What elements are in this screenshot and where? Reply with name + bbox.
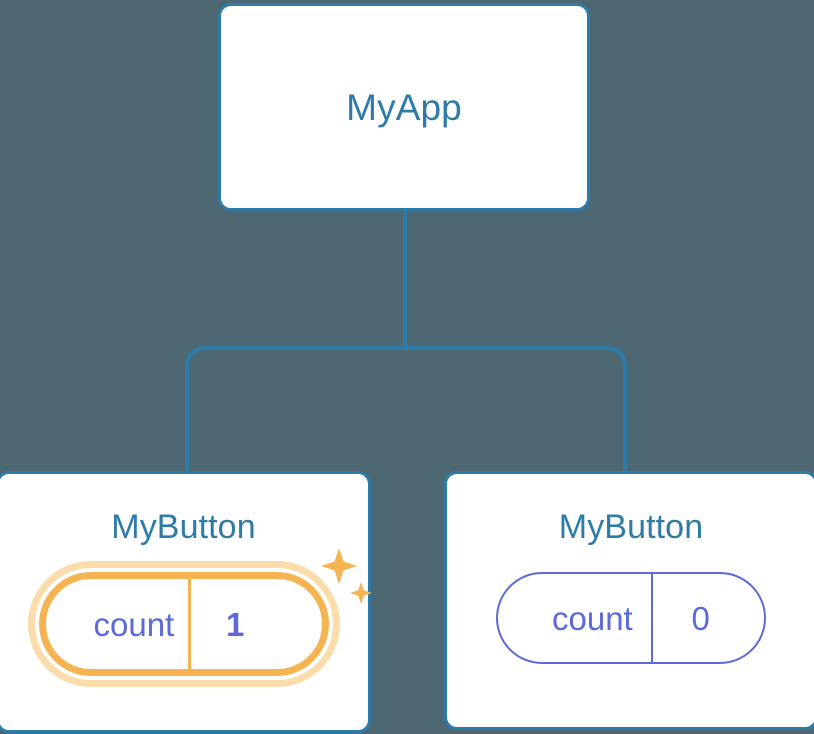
edge-branch-bar bbox=[185, 346, 627, 471]
state-key-label: count bbox=[93, 605, 175, 643]
state-pill-wrap-right: count 0 bbox=[496, 572, 766, 664]
sparkle-small-icon bbox=[349, 582, 372, 604]
node-title: MyButton bbox=[558, 508, 704, 546]
state-pill-highlighted[interactable]: count 1 bbox=[38, 572, 329, 676]
pill-divider bbox=[188, 579, 192, 669]
node-mybutton-right[interactable]: MyButton count 0 bbox=[444, 471, 814, 730]
node-mybutton-left[interactable]: MyButton count 1 bbox=[0, 471, 372, 733]
sparkle-large-icon bbox=[320, 548, 357, 584]
state-pill[interactable]: count 0 bbox=[496, 572, 766, 664]
highlight-glow-ring bbox=[27, 561, 340, 687]
sparkle-group bbox=[320, 548, 372, 604]
state-pill-wrap-left: count 1 bbox=[27, 548, 372, 687]
state-key-label: count bbox=[552, 599, 633, 637]
pill-divider bbox=[650, 574, 653, 662]
node-myapp[interactable]: MyApp bbox=[218, 3, 590, 211]
node-title: MyApp bbox=[346, 86, 462, 128]
state-value-label: 1 bbox=[226, 605, 245, 643]
state-value-label: 0 bbox=[691, 599, 710, 637]
node-title: MyButton bbox=[111, 508, 256, 546]
